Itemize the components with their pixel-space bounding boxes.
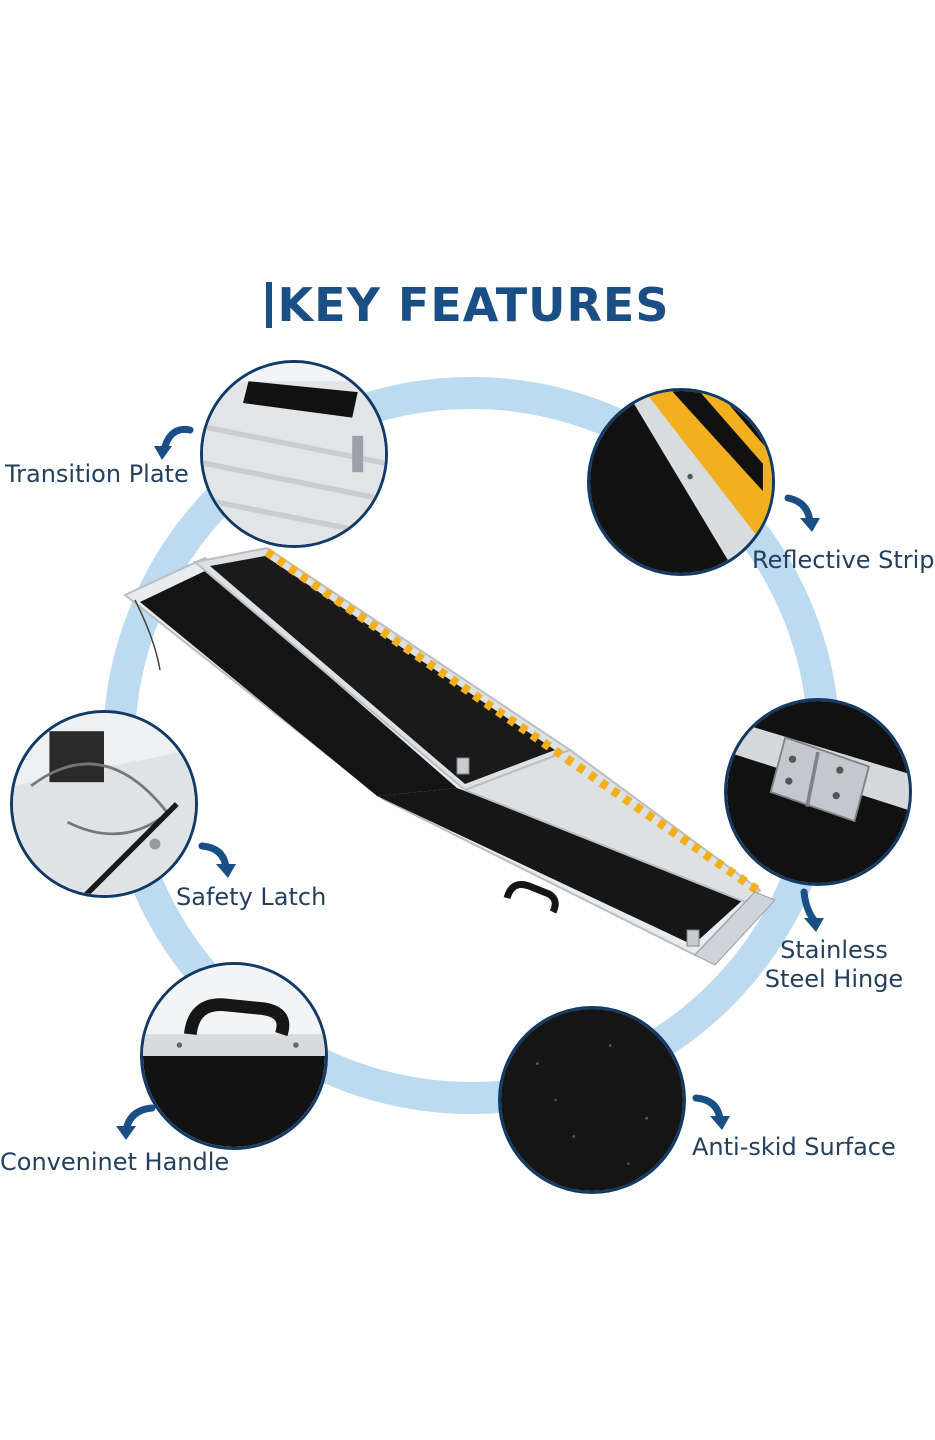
reflective-strip-detail-image (587, 388, 775, 576)
anti-skid-surface-detail-image (498, 1006, 686, 1194)
hinge-label-line2: Steel Hinge (764, 965, 904, 993)
safety-latch-label: Safety Latch (176, 883, 327, 911)
safety-latch-arrow-icon (198, 842, 236, 878)
key-features-heading: KEY FEATURES (0, 270, 935, 340)
transition-plate-detail-image (200, 360, 388, 548)
page-title: KEY FEATURES (277, 278, 670, 332)
hinge-label-line1: Stainless (780, 936, 888, 964)
hinge-label: Stainless Steel Hinge (760, 936, 908, 994)
transition-plate-arrow-icon (154, 425, 194, 460)
handle-arrow-icon (116, 1104, 156, 1140)
handle-label: Conveninet Handle (0, 1148, 230, 1176)
ramp-product-image (123, 546, 775, 966)
heading-wrap: KEY FEATURES (265, 278, 670, 332)
stainless-steel-hinge-detail-image (724, 698, 912, 886)
anti-skid-label: Anti-skid Surface (692, 1133, 896, 1161)
anti-skid-arrow-icon (692, 1094, 730, 1130)
reflective-strip-arrow-icon (784, 494, 820, 532)
heading-accent-bar (265, 282, 272, 328)
transition-plate-label: Transition Plate (5, 460, 189, 488)
safety-latch-detail-image (10, 710, 198, 898)
handle-detail-image (140, 962, 328, 1150)
reflective-strip-label: Reflective Strip (752, 546, 935, 574)
hinge-arrow-icon (800, 888, 824, 932)
